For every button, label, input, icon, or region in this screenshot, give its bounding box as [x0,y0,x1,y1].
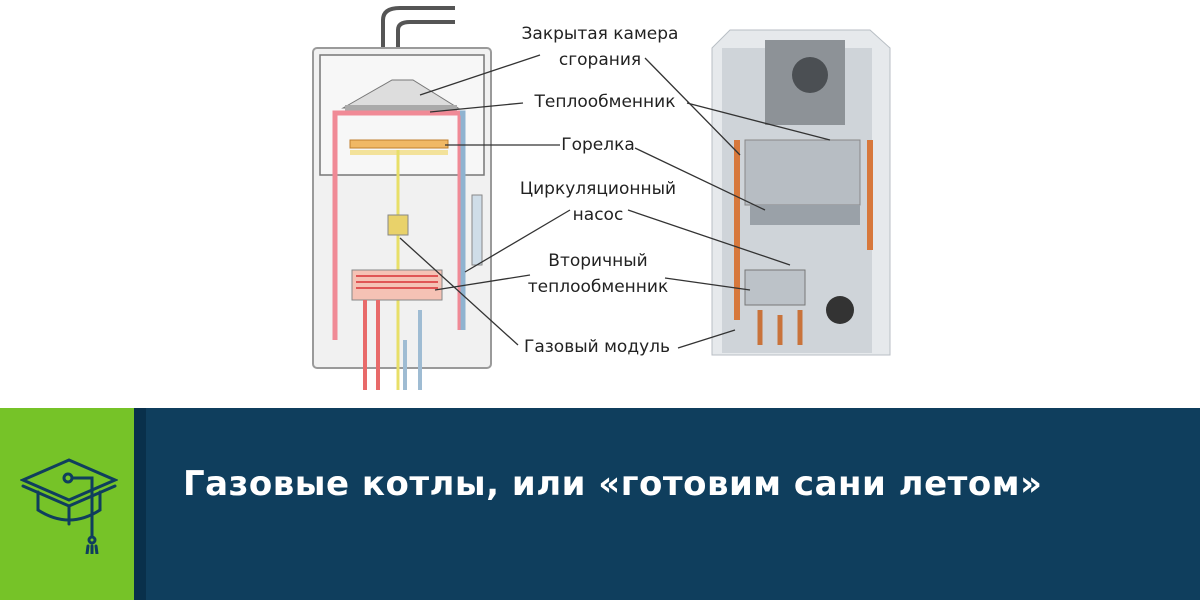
title-banner: Газовые котлы, или «готовим сани летом» [0,408,1200,600]
label-line: Закрытая камера [521,24,679,44]
icon-panel [0,408,134,600]
label-line: сгорания [558,50,642,70]
boiler-photo [711,29,891,356]
leader-lines [399,54,831,349]
label-line: теплообменник [527,277,669,297]
label-line: насос [572,205,624,225]
label-heat-exchanger: Теплообменник [534,92,676,112]
banner-title: Газовые котлы, или «готовим сани летом» [183,464,1043,504]
graduation-cap-icon [20,458,118,554]
label-burner: Горелка [561,135,635,155]
label-secondary-heat-exchanger: Вторичный теплообменник [528,251,668,297]
label-line: Вторичный [548,251,648,271]
boiler-illustration [312,6,891,390]
boiler-diagram: Закрытая камера сгорания Теплообменник Г… [312,6,891,390]
label-combustion-chamber: Закрытая камера сгорания [522,24,679,70]
label-gas-module: Газовый модуль [523,337,671,357]
divider-stripe [134,408,146,600]
label-circulation-pump: Циркуляционный насос [520,179,676,225]
label-line: Циркуляционный [519,179,677,199]
boiler-schematic [312,6,492,390]
